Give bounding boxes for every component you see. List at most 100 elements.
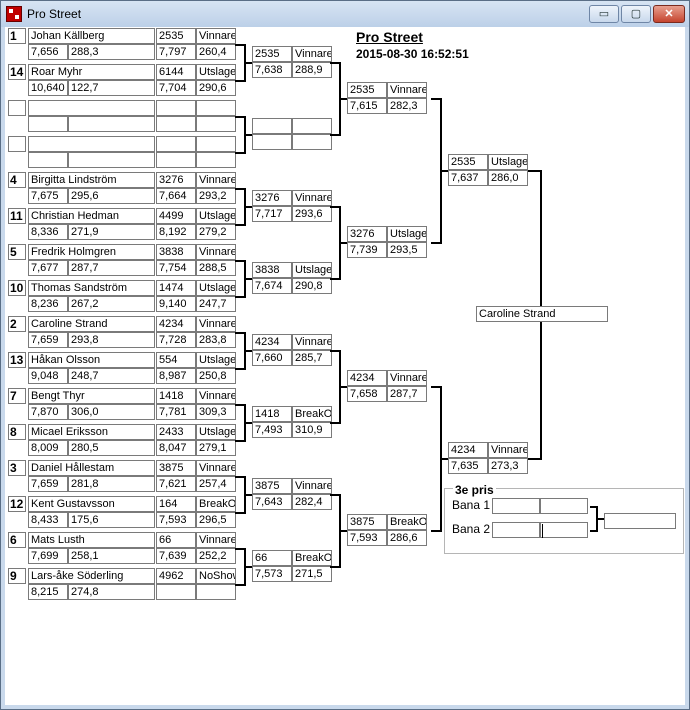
- dial-in-field[interactable]: [252, 118, 292, 134]
- mph-field[interactable]: 260,4: [196, 44, 236, 60]
- dial-in-field[interactable]: 164: [156, 496, 196, 512]
- mph-field[interactable]: 252,2: [196, 548, 236, 564]
- lane1-result-field[interactable]: [540, 498, 588, 514]
- mph-field[interactable]: 290,8: [292, 278, 332, 294]
- speed-field[interactable]: 287,7: [68, 260, 155, 276]
- dial-in-field[interactable]: 6144: [156, 64, 196, 80]
- dial-in-field[interactable]: 3276: [347, 226, 387, 242]
- reaction-time-field[interactable]: 7,677: [28, 260, 68, 276]
- mph-field[interactable]: [196, 152, 236, 168]
- reaction-time-field[interactable]: 7,656: [28, 44, 68, 60]
- result-field[interactable]: Vinnare: [196, 388, 236, 404]
- result-field[interactable]: Vinnare: [292, 46, 332, 62]
- dial-in-field[interactable]: 554: [156, 352, 196, 368]
- reaction-time-field[interactable]: [28, 152, 68, 168]
- elapsed-time-field[interactable]: 7,593: [347, 530, 387, 546]
- title-bar[interactable]: Pro Street ▭ ▢ ✕: [1, 1, 689, 27]
- dial-in-field[interactable]: 3838: [252, 262, 292, 278]
- elapsed-time-field[interactable]: 8,192: [156, 224, 196, 240]
- elapsed-time-field[interactable]: 7,615: [347, 98, 387, 114]
- dial-in-field[interactable]: 2535: [347, 82, 387, 98]
- speed-field[interactable]: 175,6: [68, 512, 155, 528]
- result-field[interactable]: BreakOut: [196, 496, 236, 512]
- driver-name-field[interactable]: Mats Lusth: [28, 532, 155, 548]
- driver-name-field[interactable]: Kent Gustavsson: [28, 496, 155, 512]
- elapsed-time-field[interactable]: 7,593: [156, 512, 196, 528]
- speed-field[interactable]: [68, 152, 155, 168]
- mph-field[interactable]: [292, 134, 332, 150]
- reaction-time-field[interactable]: [28, 116, 68, 132]
- elapsed-time-field[interactable]: 7,573: [252, 566, 292, 582]
- dial-in-field[interactable]: 3276: [156, 172, 196, 188]
- result-field[interactable]: Vinnare: [387, 370, 427, 386]
- dial-in-field[interactable]: 3875: [347, 514, 387, 530]
- elapsed-time-field[interactable]: 9,140: [156, 296, 196, 312]
- mph-field[interactable]: [196, 584, 236, 600]
- elapsed-time-field[interactable]: 7,639: [156, 548, 196, 564]
- mph-field[interactable]: 282,3: [387, 98, 427, 114]
- reaction-time-field[interactable]: 8,009: [28, 440, 68, 456]
- elapsed-time-field[interactable]: 7,704: [156, 80, 196, 96]
- driver-name-field[interactable]: Roar Myhr: [28, 64, 155, 80]
- elapsed-time-field[interactable]: [156, 152, 196, 168]
- elapsed-time-field[interactable]: 7,637: [448, 170, 488, 186]
- mph-field[interactable]: 279,1: [196, 440, 236, 456]
- dial-in-field[interactable]: 1418: [156, 388, 196, 404]
- elapsed-time-field[interactable]: 7,739: [347, 242, 387, 258]
- result-field[interactable]: Vinnare: [196, 244, 236, 260]
- mph-field[interactable]: 288,5: [196, 260, 236, 276]
- dial-in-field[interactable]: 3838: [156, 244, 196, 260]
- driver-name-field[interactable]: Micael Eriksson: [28, 424, 155, 440]
- elapsed-time-field[interactable]: [156, 116, 196, 132]
- elapsed-time-field[interactable]: 7,643: [252, 494, 292, 510]
- elapsed-time-field[interactable]: 7,493: [252, 422, 292, 438]
- mph-field[interactable]: 283,8: [196, 332, 236, 348]
- mph-field[interactable]: 293,5: [387, 242, 427, 258]
- result-field[interactable]: Utslagen: [292, 262, 332, 278]
- elapsed-time-field[interactable]: 7,660: [252, 350, 292, 366]
- result-field[interactable]: BreakOut: [292, 406, 332, 422]
- result-field[interactable]: BreakOut: [292, 550, 332, 566]
- speed-field[interactable]: 122,7: [68, 80, 155, 96]
- dial-in-field[interactable]: 4234: [252, 334, 292, 350]
- driver-name-field[interactable]: Thomas Sandström: [28, 280, 155, 296]
- result-field[interactable]: Vinnare: [387, 82, 427, 98]
- mph-field[interactable]: 293,6: [292, 206, 332, 222]
- result-field[interactable]: Utslagen: [196, 280, 236, 296]
- mph-field[interactable]: [196, 116, 236, 132]
- driver-name-field[interactable]: Christian Hedman: [28, 208, 155, 224]
- driver-name-field[interactable]: Daniel Hållestam: [28, 460, 155, 476]
- elapsed-time-field[interactable]: 7,664: [156, 188, 196, 204]
- dial-in-field[interactable]: 2535: [156, 28, 196, 44]
- mph-field[interactable]: 257,4: [196, 476, 236, 492]
- elapsed-time-field[interactable]: 7,674: [252, 278, 292, 294]
- elapsed-time-field[interactable]: 8,987: [156, 368, 196, 384]
- speed-field[interactable]: 281,8: [68, 476, 155, 492]
- elapsed-time-field[interactable]: 7,717: [252, 206, 292, 222]
- lane2-result-field[interactable]: [540, 522, 588, 538]
- result-field[interactable]: Vinnare: [196, 172, 236, 188]
- mph-field[interactable]: 310,9: [292, 422, 332, 438]
- elapsed-time-field[interactable]: 7,658: [347, 386, 387, 402]
- result-field[interactable]: Utslagen: [196, 424, 236, 440]
- reaction-time-field[interactable]: 7,699: [28, 548, 68, 564]
- result-field[interactable]: Utslagen: [488, 154, 528, 170]
- elapsed-time-field[interactable]: 7,621: [156, 476, 196, 492]
- driver-name-field[interactable]: Lars-åke Söderling: [28, 568, 155, 584]
- mph-field[interactable]: 296,5: [196, 512, 236, 528]
- reaction-time-field[interactable]: 8,236: [28, 296, 68, 312]
- speed-field[interactable]: [68, 116, 155, 132]
- speed-field[interactable]: 258,1: [68, 548, 155, 564]
- result-field[interactable]: Vinnare: [196, 316, 236, 332]
- dial-in-field[interactable]: 4234: [347, 370, 387, 386]
- reaction-time-field[interactable]: 10,640: [28, 80, 68, 96]
- dial-in-field[interactable]: 4962: [156, 568, 196, 584]
- mph-field[interactable]: 286,6: [387, 530, 427, 546]
- mph-field[interactable]: 285,7: [292, 350, 332, 366]
- elapsed-time-field[interactable]: [156, 584, 196, 600]
- speed-field[interactable]: 306,0: [68, 404, 155, 420]
- reaction-time-field[interactable]: 8,336: [28, 224, 68, 240]
- reaction-time-field[interactable]: 7,870: [28, 404, 68, 420]
- speed-field[interactable]: 288,3: [68, 44, 155, 60]
- mph-field[interactable]: 293,2: [196, 188, 236, 204]
